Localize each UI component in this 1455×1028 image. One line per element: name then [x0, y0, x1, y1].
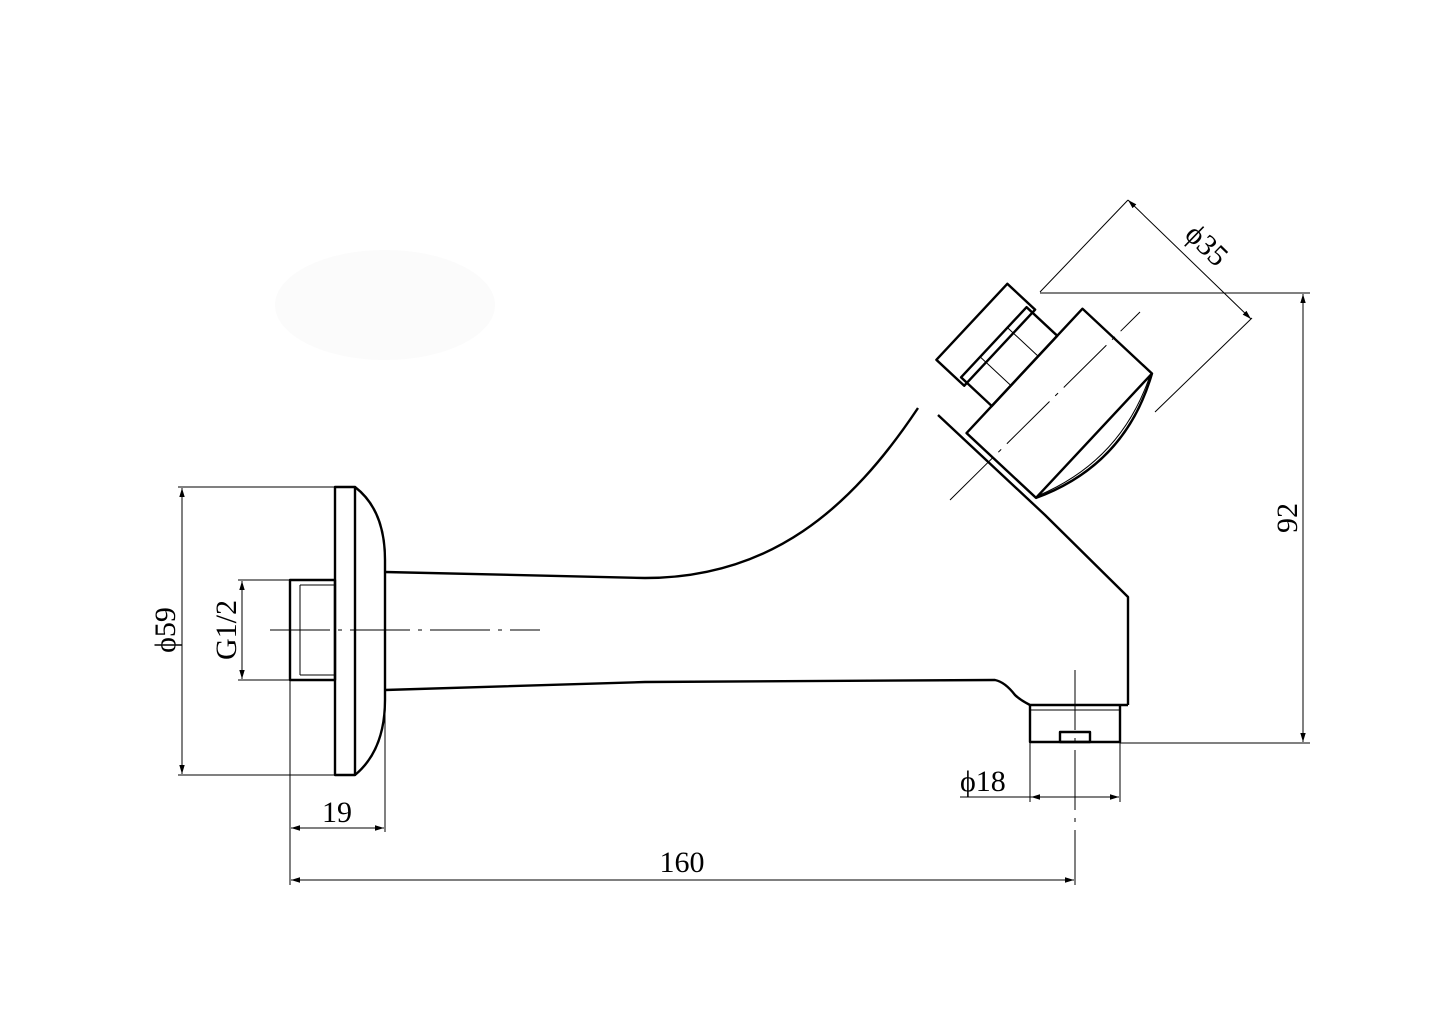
dim-height: 92	[1040, 292, 1310, 744]
dim-flange-diameter: ϕ59	[149, 486, 335, 776]
push-button	[935, 282, 1154, 500]
total-length-label: 160	[660, 846, 705, 879]
dim-outlet-diameter: ϕ18	[960, 742, 1121, 802]
centerlines	[270, 311, 1141, 885]
button-diameter-label: ϕ35	[1179, 217, 1235, 273]
thread-label: G1/2	[210, 600, 243, 660]
flange-diameter-label: ϕ59	[149, 607, 182, 653]
faint-smudge	[275, 250, 495, 360]
dim-flange-offset: 19	[289, 680, 386, 885]
outlet-diameter-label: ϕ18	[960, 765, 1006, 798]
flange-offset-label: 19	[322, 796, 352, 829]
height-label: 92	[1271, 503, 1304, 533]
tap-body	[384, 407, 1130, 707]
dim-thread: G1/2	[210, 579, 290, 681]
dim-total-length: 160	[291, 846, 1074, 883]
wall-flange	[333, 485, 387, 777]
